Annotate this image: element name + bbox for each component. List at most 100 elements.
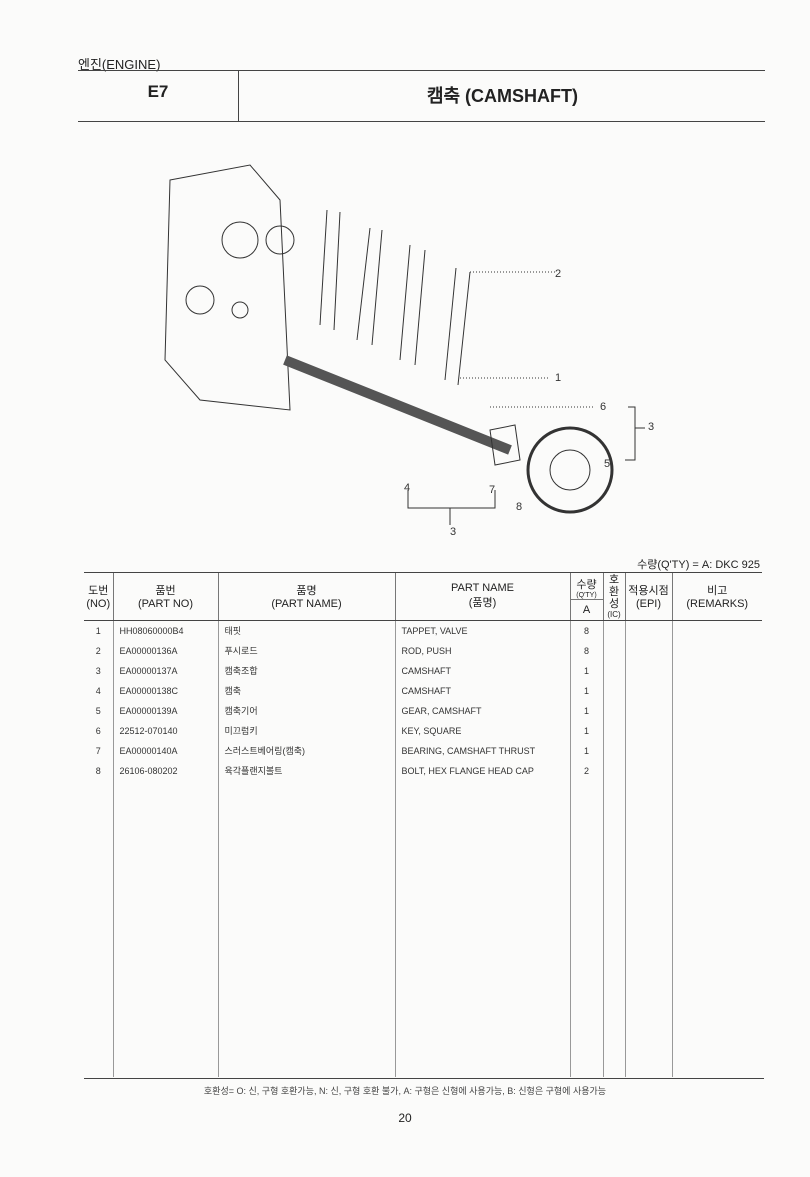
epi [624, 640, 672, 661]
ic [602, 640, 625, 661]
callout-1: 2 [555, 268, 562, 280]
empty-cell [394, 780, 570, 1077]
quantity: 1 [569, 720, 603, 741]
ic [602, 680, 625, 701]
empty-cell [569, 780, 603, 1077]
quantity: 8 [569, 640, 603, 661]
part-name: KEY, SQUARE [394, 720, 570, 741]
part-number: EA00000137A [112, 660, 218, 681]
header-no: 도번(NO) [84, 573, 113, 621]
row-no: 3 [95, 665, 101, 676]
divider [78, 70, 765, 71]
ic [602, 740, 625, 761]
quantity: 1 [569, 680, 603, 701]
callout-6: 6 [600, 401, 607, 413]
parts-table: 도번(NO) 품번(PART NO) 품명(PART NAME) PART NA… [84, 573, 762, 1077]
empty-cell [112, 780, 218, 1077]
page-number: 20 [398, 1111, 412, 1125]
callout-5: 5 [604, 458, 611, 470]
quantity: 1 [569, 660, 603, 681]
empty-cell [671, 780, 762, 1077]
part-name-kr: 캠축 [217, 680, 395, 701]
part-name: TAPPET, VALVE [394, 620, 570, 641]
part-number: EA00000138C [112, 680, 218, 701]
page-title: 캠축 (CAMSHAFT) [426, 86, 579, 106]
remarks [671, 640, 762, 661]
section-code: E7 [147, 82, 169, 101]
push-rods [319, 209, 471, 386]
empty-cell [602, 780, 625, 1077]
remarks [671, 720, 762, 741]
section-label: 엔진(ENGINE) [78, 57, 161, 72]
divider [78, 121, 765, 122]
part-name-kr: 미끄럼키 [217, 720, 395, 741]
header-remarks: 비고(REMARKS) [671, 573, 762, 621]
epi [624, 620, 672, 641]
part-number: EA00000140A [112, 740, 218, 761]
part-name: ROD, PUSH [394, 640, 570, 661]
part-name: GEAR, CAMSHAFT [394, 700, 570, 721]
part-number: 22512-070140 [112, 720, 218, 741]
part-number: HH08060000B4 [112, 620, 218, 641]
part-name: BEARING, CAMSHAFT THRUST [394, 740, 570, 761]
row-no: 1 [95, 625, 101, 636]
row-no: 5 [95, 705, 101, 716]
row-no: 2 [95, 645, 101, 656]
quantity-note: 수량(Q'TY) = A: DKC 925 [637, 559, 760, 571]
epi [624, 720, 672, 741]
engine-block [164, 164, 291, 411]
quantity: 1 [569, 740, 603, 761]
row-no: 4 [95, 685, 101, 696]
remarks [671, 700, 762, 721]
part-number: EA00000136A [112, 640, 218, 661]
ic [602, 700, 625, 721]
callout-3: 3 [648, 421, 655, 433]
header-part-no: 품번(PART NO) [112, 573, 218, 621]
divider [84, 572, 762, 573]
epi [624, 660, 672, 681]
ic [602, 720, 625, 741]
header-epi: 적용시점(EPI) [624, 573, 672, 621]
empty-cell [84, 781, 113, 1077]
header-part-name: PART NAME(품명) [394, 573, 570, 621]
part-name: CAMSHAFT [394, 680, 570, 701]
remarks [671, 660, 762, 681]
part-number: EA00000139A [112, 700, 218, 721]
empty-cell [624, 780, 672, 1077]
camshaft-gear [526, 426, 614, 514]
part-name: CAMSHAFT [394, 660, 570, 681]
row-no: 7 [95, 745, 101, 756]
empty-row [84, 780, 762, 1077]
part-name-kr: 태핏 [217, 620, 395, 641]
part-number: 26106-080202 [112, 760, 218, 781]
part-name-kr: 푸시로드 [217, 640, 395, 661]
epi [624, 760, 672, 781]
ic [602, 620, 625, 641]
compatibility-note: 호환성= O: 신, 구형 호환가능, N: 신, 구형 호환 불가, A: 구… [203, 1086, 607, 1096]
row-no: 8 [95, 765, 101, 776]
header-name-kr: 품명(PART NAME) [217, 573, 395, 621]
camshaft [283, 355, 512, 455]
header-qty: 수량(Q'TY)A [569, 573, 603, 621]
divider [238, 71, 239, 121]
header-ic: 호환성(IC) [602, 573, 625, 621]
ic [602, 660, 625, 681]
part-name: BOLT, HEX FLANGE HEAD CAP [394, 760, 570, 781]
callout-3: 3 [450, 526, 457, 538]
part-name-kr: 캠축조합 [217, 660, 395, 681]
empty-cell [217, 780, 395, 1077]
row-no: 6 [95, 725, 101, 736]
quantity: 1 [569, 700, 603, 721]
epi [624, 700, 672, 721]
part-name-kr: 스러스트베어링(캠축) [217, 740, 395, 761]
epi [624, 680, 672, 701]
